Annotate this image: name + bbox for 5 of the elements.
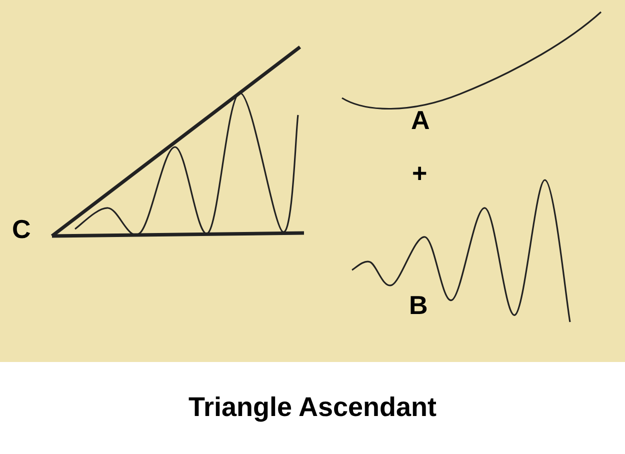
caption: Triangle Ascendant xyxy=(188,392,437,422)
pattern-label: C xyxy=(12,216,31,242)
plus-sign: + xyxy=(412,160,428,186)
pattern-label: A xyxy=(411,107,430,133)
pattern-label: B xyxy=(409,292,428,318)
